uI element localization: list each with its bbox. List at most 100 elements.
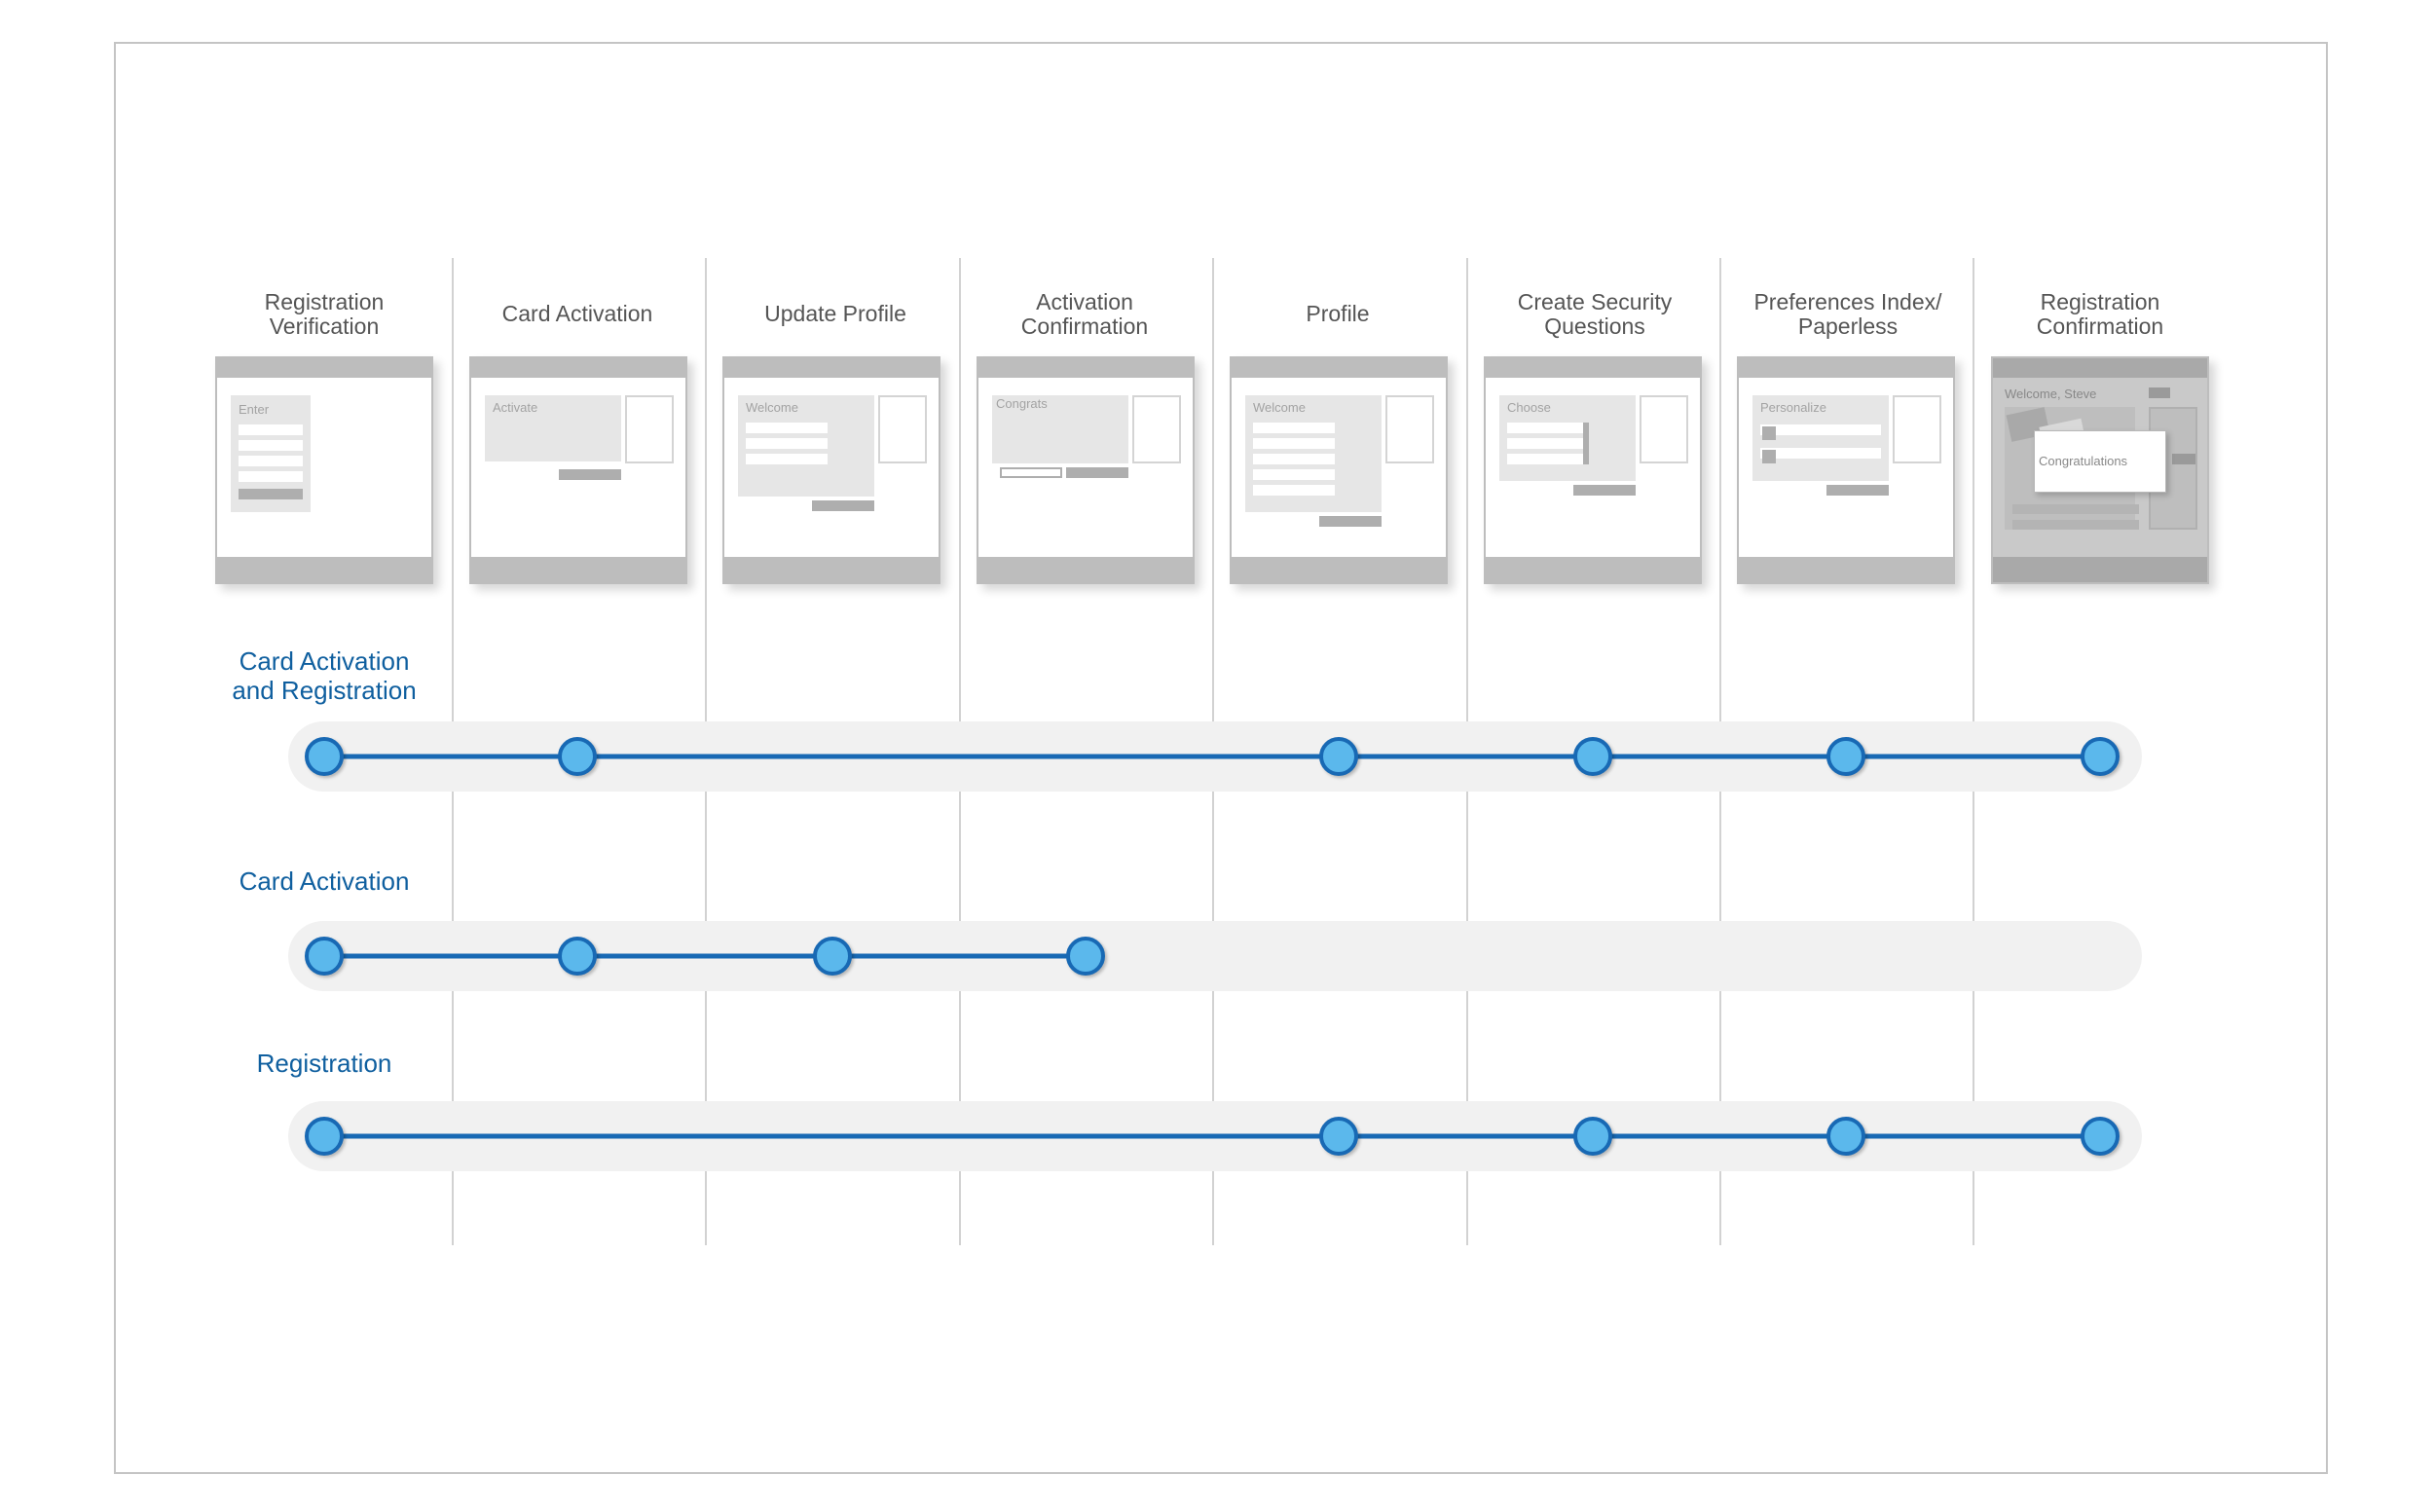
continue-button bbox=[1066, 467, 1128, 478]
form-field bbox=[239, 471, 303, 482]
preference-row bbox=[1760, 424, 1881, 435]
screen-thumbnail-profile[interactable]: Welcome bbox=[1230, 356, 1448, 584]
flow-label-card-activation: Card Activation bbox=[239, 867, 410, 896]
step-title-create-security-questions: Create Security Questions bbox=[1517, 289, 1673, 339]
side-panel bbox=[1640, 395, 1688, 463]
side-panel bbox=[1893, 395, 1941, 463]
save-button bbox=[1319, 516, 1382, 527]
dimmed-row bbox=[2012, 520, 2139, 530]
step-title-profile: Profile bbox=[1306, 301, 1370, 326]
form-button bbox=[239, 489, 303, 499]
outline-button bbox=[1000, 467, 1062, 478]
thumbnail-caption: Activate bbox=[493, 400, 538, 415]
flow-label-card-activation-and-registration: Card Activation and Registration bbox=[232, 646, 417, 705]
select-arrows bbox=[1583, 423, 1589, 464]
flow-step-node[interactable] bbox=[813, 937, 852, 976]
save-button bbox=[1826, 485, 1889, 496]
screen-thumbnail-activation-confirmation[interactable]: Congrats bbox=[977, 356, 1195, 584]
flow-step-node[interactable] bbox=[1573, 737, 1612, 776]
diagram-frame bbox=[114, 42, 2328, 1474]
thumbnail-header-bar bbox=[471, 358, 685, 378]
form-field bbox=[1253, 438, 1335, 449]
thumbnail-footer-bar bbox=[1993, 557, 2207, 582]
question-select bbox=[1507, 454, 1589, 464]
thumbnail-header-bar bbox=[1486, 358, 1700, 378]
screen-thumbnail-update-profile[interactable]: Welcome bbox=[722, 356, 940, 584]
screen-thumbnail-registration-confirmation[interactable]: Welcome, Steve Congratulations bbox=[1991, 356, 2209, 584]
side-panel bbox=[625, 395, 674, 463]
thumbnail-header-bar bbox=[724, 358, 939, 378]
flow-step-node[interactable] bbox=[2081, 737, 2120, 776]
save-button bbox=[812, 500, 874, 511]
flow-step-node[interactable] bbox=[1826, 1117, 1865, 1156]
thumbnail-header-bar bbox=[1739, 358, 1953, 378]
step-title-update-profile: Update Profile bbox=[764, 301, 906, 326]
form-field bbox=[1253, 485, 1335, 496]
flow-step-node[interactable] bbox=[305, 1117, 344, 1156]
form-field bbox=[1253, 454, 1335, 464]
checkbox bbox=[1762, 450, 1776, 463]
thumbnail-footer-bar bbox=[217, 557, 431, 582]
thumbnail-header-bar bbox=[978, 358, 1193, 378]
screen-thumbnail-preferences-index[interactable]: Personalize bbox=[1737, 356, 1955, 584]
form-field bbox=[746, 454, 828, 464]
modal-text: Congratulations bbox=[2039, 454, 2128, 468]
flow-step-node[interactable] bbox=[558, 937, 597, 976]
flow-step-node[interactable] bbox=[305, 937, 344, 976]
thumbnail-header-bar bbox=[1232, 358, 1446, 378]
thumbnail-caption: Personalize bbox=[1760, 400, 1826, 415]
question-select bbox=[1507, 438, 1589, 449]
thumbnail-caption: Choose bbox=[1507, 400, 1551, 415]
thumbnail-caption: Congrats bbox=[996, 396, 1048, 411]
content-panel bbox=[485, 395, 621, 461]
thumbnail-footer-bar bbox=[1486, 557, 1700, 582]
dimmed-row bbox=[2012, 504, 2139, 514]
dimmed-button bbox=[2172, 454, 2195, 464]
submit-button bbox=[1573, 485, 1636, 496]
thumbnail-caption: Welcome, Steve bbox=[2005, 387, 2097, 401]
step-title-registration-verification: Registration Verification bbox=[264, 289, 385, 339]
preference-row bbox=[1760, 448, 1881, 459]
thumbnail-header-bar bbox=[217, 358, 431, 378]
question-select bbox=[1507, 423, 1589, 433]
side-panel bbox=[1132, 395, 1181, 463]
form-field bbox=[239, 456, 303, 466]
flow-step-node[interactable] bbox=[1066, 937, 1105, 976]
form-field bbox=[239, 424, 303, 435]
thumbnail-footer-bar bbox=[978, 557, 1193, 582]
screen-thumbnail-card-activation[interactable]: Activate bbox=[469, 356, 687, 584]
flow-step-node[interactable] bbox=[1826, 737, 1865, 776]
flow-label-registration: Registration bbox=[256, 1049, 392, 1078]
thumbnail-caption: Welcome bbox=[746, 400, 798, 415]
congratulations-modal: Congratulations bbox=[2034, 430, 2166, 493]
flow-step-node[interactable] bbox=[2081, 1117, 2120, 1156]
form-field bbox=[746, 423, 828, 433]
step-title-preferences-index: Preferences Index/ Paperless bbox=[1753, 289, 1942, 339]
thumbnail-footer-bar bbox=[1232, 557, 1446, 582]
step-title-activation-confirmation: Activation Confirmation bbox=[1020, 289, 1149, 339]
flow-step-node[interactable] bbox=[1319, 1117, 1358, 1156]
form-field bbox=[746, 438, 828, 449]
thumbnail-footer-bar bbox=[1739, 557, 1953, 582]
thumbnail-footer-bar bbox=[724, 557, 939, 582]
flow-step-node[interactable] bbox=[558, 737, 597, 776]
side-panel bbox=[1385, 395, 1434, 463]
header-chip bbox=[2149, 387, 2170, 398]
side-panel bbox=[878, 395, 927, 463]
form-field bbox=[1253, 423, 1335, 433]
thumbnail-footer-bar bbox=[471, 557, 685, 582]
screen-thumbnail-create-security-questions[interactable]: Choose bbox=[1484, 356, 1702, 584]
thumbnail-caption: Enter bbox=[239, 402, 270, 417]
flow-step-node[interactable] bbox=[1319, 737, 1358, 776]
checkbox bbox=[1762, 426, 1776, 440]
flow-step-node[interactable] bbox=[1573, 1117, 1612, 1156]
thumbnail-header-bar bbox=[1993, 358, 2207, 378]
content-panel bbox=[992, 395, 1128, 463]
screen-thumbnail-registration-verification[interactable]: Enter bbox=[215, 356, 433, 584]
flow-step-node[interactable] bbox=[305, 737, 344, 776]
thumbnail-caption: Welcome bbox=[1253, 400, 1306, 415]
form-field bbox=[239, 440, 303, 451]
step-title-card-activation: Card Activation bbox=[501, 301, 653, 326]
